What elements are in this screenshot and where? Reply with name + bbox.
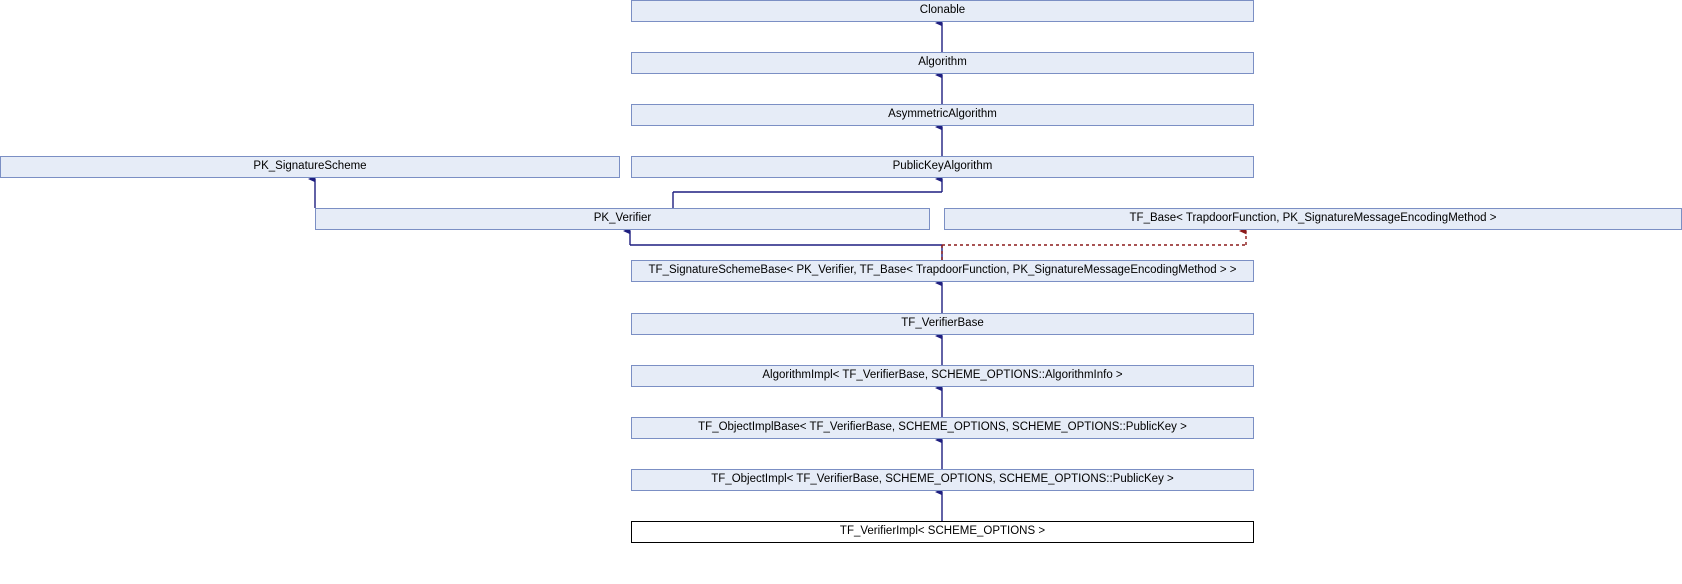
class-node-label: Clonable xyxy=(919,4,966,17)
class-node-label: TF_VerifierBase xyxy=(901,317,984,330)
class-node-label: PK_SignatureScheme xyxy=(253,160,367,173)
class-node-label: TF_VerifierImpl< SCHEME_OPTIONS > xyxy=(839,525,1046,538)
class-node-label: TF_Base< TrapdoorFunction, PK_SignatureM… xyxy=(1129,212,1497,225)
class-node-tf-object-impl[interactable]: TF_ObjectImpl< TF_VerifierBase, SCHEME_O… xyxy=(631,469,1254,491)
class-node-label: PK_Verifier xyxy=(593,212,652,225)
class-node-pk-verifier[interactable]: PK_Verifier xyxy=(315,208,930,230)
class-node-asymmetric-algorithm[interactable]: AsymmetricAlgorithm xyxy=(631,104,1254,126)
class-node-clonable[interactable]: Clonable xyxy=(631,0,1254,22)
class-node-label: AsymmetricAlgorithm xyxy=(888,108,997,121)
class-node-pk-signature-scheme[interactable]: PK_SignatureScheme xyxy=(0,156,620,178)
class-node-label: TF_ObjectImpl< TF_VerifierBase, SCHEME_O… xyxy=(711,473,1174,486)
class-node-tf-object-impl-base[interactable]: TF_ObjectImplBase< TF_VerifierBase, SCHE… xyxy=(631,417,1254,439)
class-node-label: AlgorithmImpl< TF_VerifierBase, SCHEME_O… xyxy=(762,369,1123,382)
class-node-label: TF_SignatureSchemeBase< PK_Verifier, TF_… xyxy=(648,264,1237,277)
class-node-tf-verifier-impl[interactable]: TF_VerifierImpl< SCHEME_OPTIONS > xyxy=(631,521,1254,543)
class-node-label: PublicKeyAlgorithm xyxy=(892,160,993,173)
class-node-label: Algorithm xyxy=(918,56,967,69)
class-node-public-key-algorithm[interactable]: PublicKeyAlgorithm xyxy=(631,156,1254,178)
class-node-tf-signature-scheme-base[interactable]: TF_SignatureSchemeBase< PK_Verifier, TF_… xyxy=(631,260,1254,282)
class-node-algorithm-impl[interactable]: AlgorithmImpl< TF_VerifierBase, SCHEME_O… xyxy=(631,365,1254,387)
class-node-tf-base[interactable]: TF_Base< TrapdoorFunction, PK_SignatureM… xyxy=(944,208,1682,230)
class-node-label: TF_ObjectImplBase< TF_VerifierBase, SCHE… xyxy=(698,421,1187,434)
class-node-tf-verifier-base[interactable]: TF_VerifierBase xyxy=(631,313,1254,335)
class-node-algorithm[interactable]: Algorithm xyxy=(631,52,1254,74)
